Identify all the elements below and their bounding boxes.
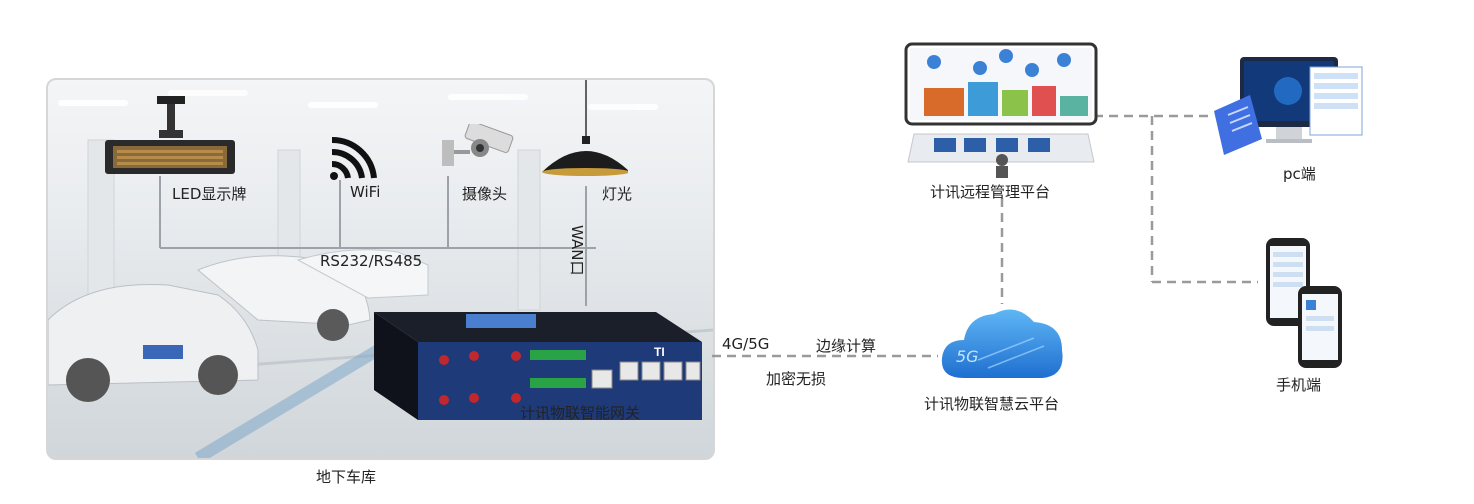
remote-platform-label: 计讯远程管理平台 xyxy=(930,181,1050,202)
mobile-client-icon xyxy=(1262,236,1344,370)
mobile-client-label: 手机端 xyxy=(1276,374,1321,395)
monitoring-center-icon xyxy=(904,42,1098,180)
network-label: 4G/5G xyxy=(722,335,769,353)
pc-client-label: pc端 xyxy=(1283,163,1316,184)
encryption-label: 加密无损 xyxy=(766,368,826,389)
cloud-icon: 5G xyxy=(938,298,1070,390)
edge-computing-label: 边缘计算 xyxy=(816,335,876,356)
cloud-platform-label: 计讯物联智慧云平台 xyxy=(924,393,1059,414)
pc-client-icon xyxy=(1210,55,1370,165)
cloud-badge: 5G xyxy=(956,347,979,366)
